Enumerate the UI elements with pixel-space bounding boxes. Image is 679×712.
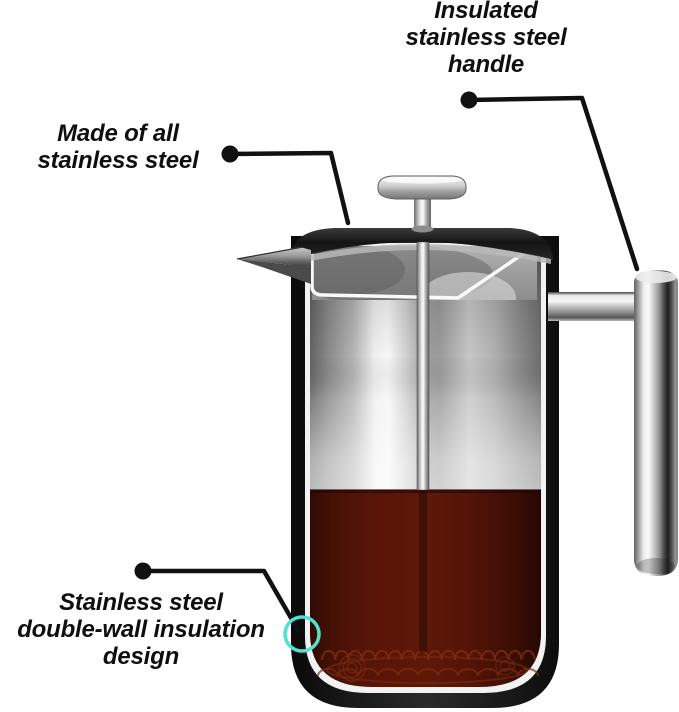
label-line: handle [447,51,525,78]
plunger-knob [377,175,467,233]
handle-tube [634,270,678,576]
handle [548,270,678,576]
label-line: Made of all [57,120,179,147]
label-insulated-handle: Insulated stainless steel handle [380,0,592,78]
highlight-ring [283,615,321,653]
funnel-cut-edge [310,245,534,300]
filter-spring [317,649,539,684]
callout-line-handle [466,95,640,272]
callout-line-material [227,150,351,226]
lid [289,228,553,260]
label-line: double-wall insulation [17,616,265,643]
label-line: Stainless steel [59,589,223,616]
label-line: design [102,643,180,670]
spout [236,246,311,284]
label-line: Insulated [434,0,538,24]
handle-tube-cap [635,271,677,283]
handle-bar [548,292,640,321]
callout-line-insulation [140,568,301,633]
lid-inner-rim [291,244,551,265]
label-line: stainless steel [37,147,199,174]
label-stainless-material: Made of all stainless steel [10,120,226,174]
label-double-wall-insulation: Stainless steel double-wall insulation d… [1,589,281,670]
label-line: stainless steel [405,24,567,51]
plunger-rod [416,241,430,652]
